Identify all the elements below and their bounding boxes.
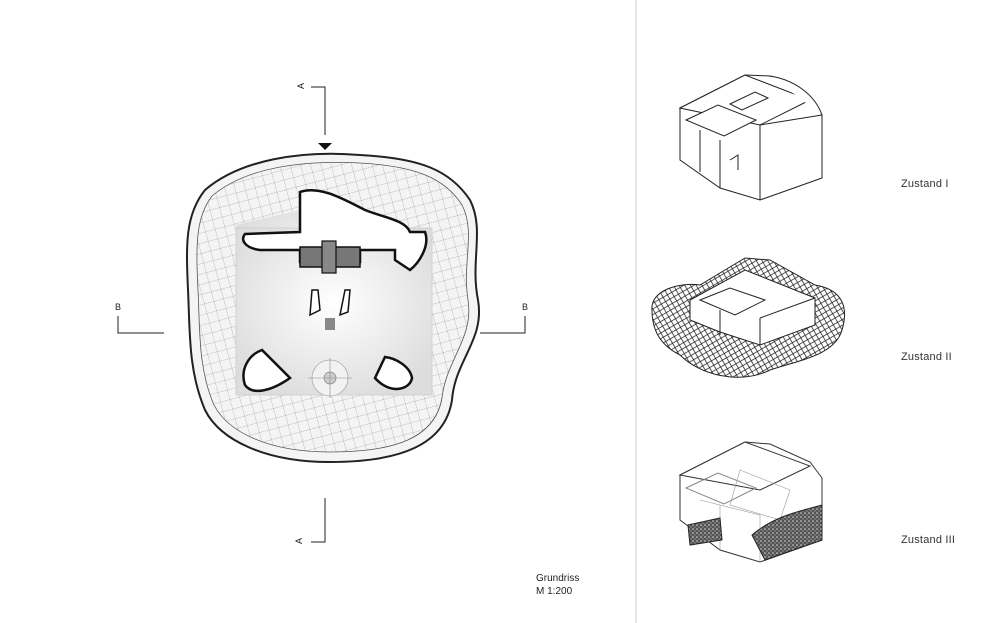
section-label-a-bottom: A [294,537,305,545]
floor-plan [185,152,481,464]
state-label-1: Zustand I [901,178,949,190]
axonometric-zustand-2 [651,257,845,378]
room-left [242,348,292,393]
plan-caption: Grundriss M 1:200 [536,572,579,598]
section-arrow-icon [318,143,332,150]
section-label-b-right: B [522,302,529,312]
section-marks [117,86,526,543]
room-top [241,189,428,272]
section-label-b-left: B [115,302,122,312]
section-label-a-top: A [296,82,307,90]
state-label-3: Zustand III [901,534,956,546]
axonometric-zustand-3 [678,441,823,563]
state-label-2: Zustand II [901,351,952,363]
plan-title: Grundriss [536,573,580,584]
room-right [373,355,414,391]
axonometric-zustand-1 [678,74,823,201]
plan-scale: M 1:200 [536,586,573,597]
